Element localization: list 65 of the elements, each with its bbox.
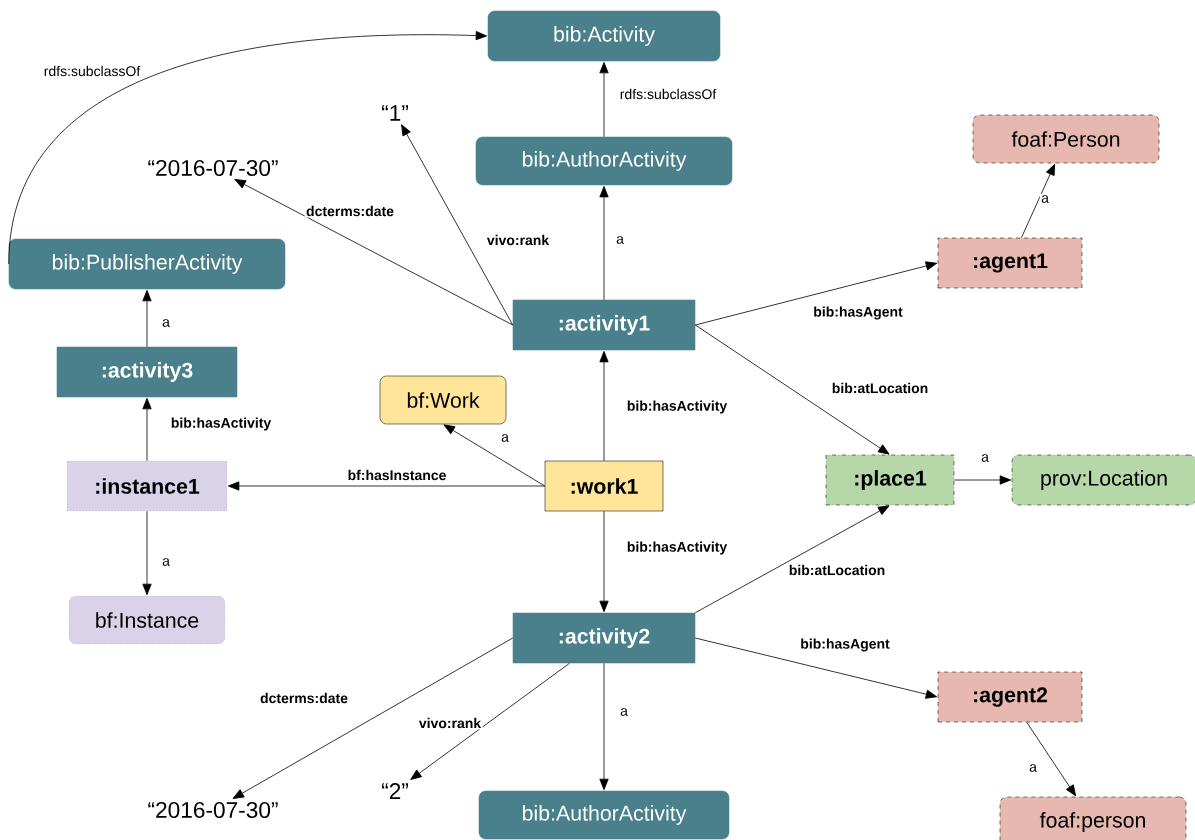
literal-value: “2” xyxy=(382,783,408,799)
arrow xyxy=(410,662,570,780)
resource-box: :agent1 xyxy=(937,237,1083,289)
arrow xyxy=(599,186,609,301)
arrow xyxy=(234,179,514,326)
literal-value: “2016-07-30” xyxy=(148,160,278,177)
resource-box: :agent2 xyxy=(937,671,1083,723)
arrow xyxy=(401,124,514,326)
literal-value: “1” xyxy=(382,105,408,121)
class-box: bib:AuthorActivity xyxy=(478,790,730,840)
edge-label: rdfs:subclassOf xyxy=(42,64,142,78)
edge-label: a xyxy=(1027,762,1039,774)
edge-label: bib:hasAgent xyxy=(811,305,905,321)
resource-box: :activity2 xyxy=(512,612,696,664)
class-box: bib:PublisherActivity xyxy=(8,238,286,290)
resource-box: :activity1 xyxy=(512,299,696,351)
resource-box: :work1 xyxy=(544,460,664,512)
class-box: prov:Location xyxy=(1011,454,1195,506)
arrow xyxy=(142,398,152,462)
arrow xyxy=(8,31,488,265)
edge-label: bib:atLocation xyxy=(787,563,887,577)
edge-label: a xyxy=(499,432,511,444)
resource-box: :activity3 xyxy=(56,346,238,398)
edge-label: a xyxy=(1039,193,1051,205)
arrow xyxy=(694,261,938,326)
arrow xyxy=(694,324,890,455)
arrow xyxy=(599,662,609,791)
edge-label: bib:hasActivity xyxy=(625,399,729,415)
edge-label: a xyxy=(160,317,172,329)
edge-label: bib:hasAgent xyxy=(798,637,892,653)
edge-label: dcterms:date xyxy=(304,204,396,218)
arrow xyxy=(694,637,938,699)
edge-label: dcterms:date xyxy=(258,691,350,705)
arrow xyxy=(1021,163,1055,239)
arrow xyxy=(1026,721,1077,797)
resource-box: :instance1 xyxy=(66,460,228,512)
resource-box: :place1 xyxy=(825,454,955,506)
arrow xyxy=(599,510,609,613)
edge-label: bib:hasActivity xyxy=(625,540,729,556)
edge-label: a xyxy=(979,452,991,464)
class-box: foaf:person xyxy=(999,796,1187,840)
class-box: bf:Instance xyxy=(68,595,226,645)
arrow xyxy=(443,424,546,487)
class-box: foaf:Person xyxy=(972,114,1160,164)
arrow xyxy=(599,351,609,462)
arrow xyxy=(142,510,152,596)
arrow xyxy=(228,481,546,491)
arrow xyxy=(142,290,152,348)
arrow xyxy=(953,475,1012,485)
arrow xyxy=(599,62,609,138)
edge-label: rdfs:subclassOf xyxy=(618,87,718,101)
edge-label: a xyxy=(614,234,626,246)
class-box: bf:Work xyxy=(379,375,507,425)
arrow xyxy=(694,505,890,614)
edge-label: vivo:rank xyxy=(417,716,483,730)
edge-label: a xyxy=(618,706,630,718)
edge-label: a xyxy=(160,556,172,568)
literal-value: “2016-07-30” xyxy=(148,802,278,819)
edge-label: bf:hasInstance xyxy=(346,468,448,482)
arrow xyxy=(232,637,514,799)
edge-label: bib:hasActivity xyxy=(169,416,273,432)
class-box: bib:Activity xyxy=(487,10,721,62)
edge-label: bib:atLocation xyxy=(830,381,930,395)
edge-label: vivo:rank xyxy=(485,233,551,247)
class-box: bib:AuthorActivity xyxy=(475,136,733,186)
